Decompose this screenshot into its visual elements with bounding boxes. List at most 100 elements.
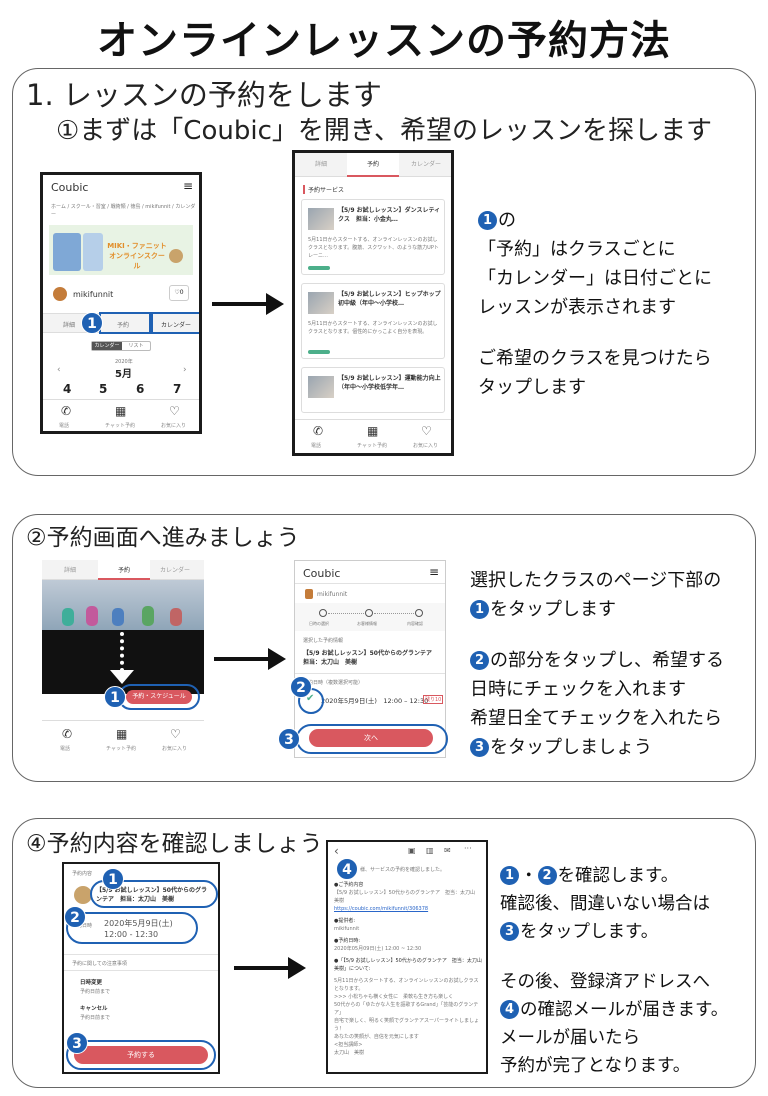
- confirmation-email-screen: ‹ ▣ ▥ ✉ ··· 4 様、サービスの予約を確認しました。 ●ご予約内容 【…: [326, 840, 488, 1074]
- class-detail-screen: 詳細 予約 カレンダー 予約・スケジュール 1 ✆ 電話 ▦ チャット予約 ♡ …: [42, 560, 204, 760]
- phone-icon[interactable]: ✆: [61, 404, 72, 418]
- scroll-down-arrowhead: [110, 670, 134, 684]
- arrow-right-1: [212, 302, 268, 306]
- phone-icon[interactable]: ✆: [313, 424, 324, 438]
- reserve-schedule-button[interactable]: 予約・スケジュール: [126, 690, 192, 704]
- day-6[interactable]: 6: [136, 382, 145, 396]
- trash-icon[interactable]: ▥: [426, 846, 434, 855]
- phone-icon[interactable]: ✆: [62, 727, 73, 741]
- date-select-label: 予約日時（複数選択可能）: [303, 680, 364, 686]
- next-month-icon[interactable]: ›: [183, 365, 187, 375]
- arrow-head-3: [288, 957, 306, 979]
- chat-booking-icon[interactable]: ▦: [115, 404, 127, 418]
- bottom-nav: ✆ 電話 ▦ チャット予約 ♡ お気に入り: [42, 720, 204, 760]
- back-icon[interactable]: ‹: [334, 844, 339, 858]
- day-5[interactable]: 5: [99, 382, 108, 396]
- date-option[interactable]: 2020年5月9日(土) 12:00 – 12:30: [321, 697, 429, 705]
- lesson-body: 5月11日からスタートする、オンラインレッスンのお試しクラスとなります。腹筋、ス…: [308, 237, 439, 259]
- lesson-link[interactable]: https://coubic.com/mikifunnit/306378: [334, 906, 429, 912]
- account-avatar: [53, 287, 67, 301]
- tab-reservation[interactable]: 予約: [117, 322, 130, 329]
- toggle-list[interactable]: リスト: [128, 343, 144, 349]
- coubic-reservation-list-screen: 詳細 予約 カレンダー 予約サービス 【5/9 お試しレッスン】ダンスレティクス…: [292, 150, 454, 456]
- tab-calendar[interactable]: [151, 312, 199, 334]
- tab-calendar[interactable]: カレンダー: [411, 161, 442, 168]
- lesson-thumbnail: [308, 292, 334, 314]
- chat-booking-icon[interactable]: ▦: [367, 424, 379, 438]
- menu-icon[interactable]: ≡: [183, 179, 194, 193]
- coubic-calendar-screen: Coubic ≡ ホーム / スクール・習室 / 戦術類 / 徳島 / miki…: [40, 172, 202, 434]
- account-name: mikifunnit: [317, 591, 348, 598]
- marker-3: 3: [66, 1032, 88, 1054]
- seats-left: 残り10: [423, 695, 444, 704]
- mail-icon[interactable]: ✉: [444, 846, 451, 855]
- lesson-tag: [308, 350, 330, 354]
- arrow-right-2: [214, 657, 270, 661]
- marker-4: 4: [336, 858, 358, 880]
- policy-label: 予約に関しての注意事項: [72, 961, 127, 967]
- booking-date: 2020年5月9日(土): [104, 919, 173, 928]
- chat-booking-icon[interactable]: ▦: [116, 727, 128, 741]
- bottom-nav: ✆ 電話 ▦ チャット予約 ♡ お気に入り: [295, 419, 451, 453]
- next-button-highlight: [296, 724, 448, 754]
- lesson-card-3[interactable]: 【5/9 お試しレッスン】運動能力向上（年中〜小学校低学年…: [301, 367, 445, 413]
- toggle-calendar[interactable]: カレンダー: [92, 342, 122, 350]
- section-1-heading: 1. レッスンの予約をします: [26, 78, 382, 112]
- section-1-subheading: ①まずは「Coubic」を開き、希望のレッスンを探します: [56, 116, 713, 146]
- progress-steps: 日時の選択 お客様情報 内容確認: [295, 603, 445, 631]
- lesson-card-1[interactable]: 【5/9 お試しレッスン】ダンスレティクス 担当：小金丸… 5月11日からスター…: [301, 199, 445, 275]
- lesson-title: 【5/9 お試しレッスン】ヒップホップ初中級（年中〜小学校…: [338, 291, 441, 307]
- day-4[interactable]: 4: [63, 382, 72, 396]
- favorite-count[interactable]: ♡0: [169, 285, 189, 301]
- reserve-button-highlight: [118, 684, 200, 710]
- arrow-head-1: [266, 293, 284, 315]
- tab-details[interactable]: 詳細: [64, 567, 77, 574]
- menu-icon[interactable]: ≡: [429, 565, 440, 579]
- tab-details[interactable]: 詳細: [63, 322, 76, 329]
- booking-time: 12:00 - 12:30: [104, 930, 159, 939]
- archive-icon[interactable]: ▣: [408, 846, 416, 855]
- favorite-icon[interactable]: ♡: [169, 404, 180, 418]
- coubic-logo: Coubic: [303, 567, 341, 580]
- lesson-thumbnail: [74, 886, 92, 904]
- banner-text: MIKI・ファニット オンラインスクール: [107, 242, 167, 270]
- day-7[interactable]: 7: [173, 382, 182, 396]
- marker-2: 2: [290, 676, 312, 698]
- section-label: 予約サービス: [303, 185, 344, 194]
- scroll-down-arrow: [120, 632, 124, 672]
- booking-lesson: 【5/9 お試しレッスン】50代からのグラ ンテア 担当：太刀山 美樹: [96, 887, 207, 903]
- selected-info-label: 選択した予約情報: [303, 638, 344, 644]
- lesson-title: 【5/9 お試しレッスン】運動能力向上（年中〜小学校低学年…: [338, 375, 441, 391]
- lesson-title: 【5/9 お試しレッスン】ダンスレティクス 担当：小金丸…: [338, 207, 441, 223]
- section-3-heading: ④予約内容を確認しましょう: [26, 831, 323, 857]
- reserve-button[interactable]: 予約する: [74, 1046, 208, 1064]
- email-body: 様、サービスの予約を確認しました。 ●ご予約内容 【5/9 お試しレッスン】50…: [334, 867, 487, 1056]
- favorite-icon[interactable]: ♡: [421, 424, 432, 438]
- tab-reservation-active[interactable]: [98, 560, 150, 580]
- tab-details[interactable]: 詳細: [315, 161, 328, 168]
- lesson-thumbnail: [308, 208, 334, 230]
- check-icon[interactable]: ✔: [306, 693, 315, 704]
- class-photo: [42, 580, 204, 630]
- bottom-nav: ✆ 電話 ▦ チャット予約 ♡ お気に入り: [43, 399, 199, 431]
- marker-3: 3: [278, 728, 300, 750]
- lesson-body: 5月11日からスタートする、オンラインレッスンのお試しクラスとなります。個性的に…: [308, 321, 438, 335]
- tab-calendar[interactable]: カレンダー: [160, 567, 191, 574]
- favorite-icon[interactable]: ♡: [170, 727, 181, 741]
- booking-content-label: 予約内容: [72, 871, 93, 877]
- prev-month-icon[interactable]: ‹: [57, 365, 61, 375]
- lesson-thumbnail: [308, 376, 334, 398]
- more-icon[interactable]: ···: [464, 844, 472, 853]
- marker-1: 1: [104, 686, 126, 708]
- date-highlight: [66, 912, 198, 944]
- tab-reservation-active[interactable]: [347, 153, 399, 177]
- view-toggle[interactable]: カレンダー リスト: [91, 341, 151, 351]
- year-label: 2020年: [115, 359, 133, 365]
- next-button[interactable]: 次へ: [309, 729, 433, 747]
- month-label: 5月: [115, 369, 132, 380]
- cancel-label: キャンセル: [80, 1006, 108, 1012]
- lesson-card-2[interactable]: 【5/9 お試しレッスン】ヒップホップ初中級（年中〜小学校… 5月11日からスタ…: [301, 283, 445, 359]
- marker-2: 2: [64, 906, 86, 928]
